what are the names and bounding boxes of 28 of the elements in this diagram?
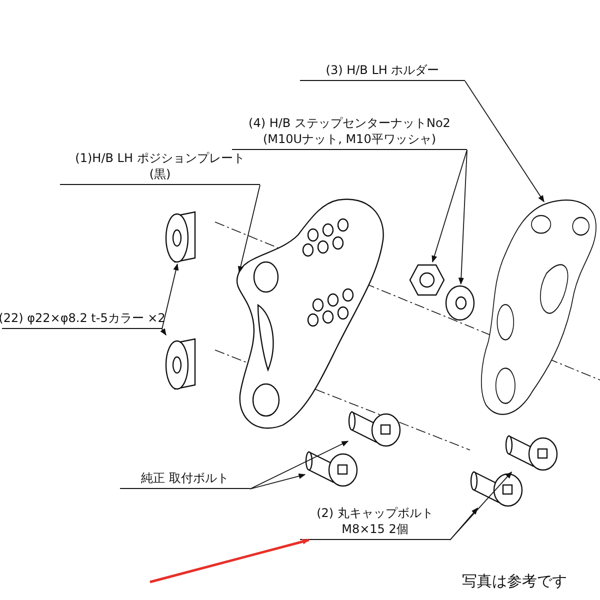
leader-line xyxy=(450,507,478,540)
leader-line xyxy=(450,471,512,540)
callout-label xyxy=(232,115,467,150)
callout-label xyxy=(60,150,260,185)
part-name: M8×15 2個 xyxy=(342,521,408,537)
part-name: 純正 取付ボルト xyxy=(141,470,229,486)
part-name: (22) φ22×φ8.2 t-5カラー ×2 xyxy=(0,310,166,326)
leader-line xyxy=(432,150,468,263)
callout-label xyxy=(300,62,465,81)
callout-label xyxy=(300,505,450,540)
leader-line xyxy=(458,150,468,285)
part-drawing xyxy=(444,284,476,322)
leader-line xyxy=(162,263,179,330)
part-name: (2) 丸キャップボルト xyxy=(316,505,434,521)
part-name: (3) H/B LH ホルダー xyxy=(326,62,440,78)
part-drawing xyxy=(408,262,446,298)
leader-line xyxy=(238,184,260,274)
part-name: (M10Uナット, M10平ワッシャ) xyxy=(262,131,436,147)
pointer-arrow xyxy=(150,538,310,584)
note: 写真は参考です xyxy=(462,571,567,592)
leader-line xyxy=(250,440,349,490)
leader-line xyxy=(250,473,306,490)
callout-label xyxy=(120,470,250,489)
part-name: (1)H/B LH ポジションプレート xyxy=(75,150,245,166)
leader-line xyxy=(160,328,166,336)
part-name: (黒) xyxy=(149,166,171,182)
part-name: (4) H/B ステップセンターナットNo2 xyxy=(248,115,450,131)
leader-line xyxy=(464,80,544,202)
